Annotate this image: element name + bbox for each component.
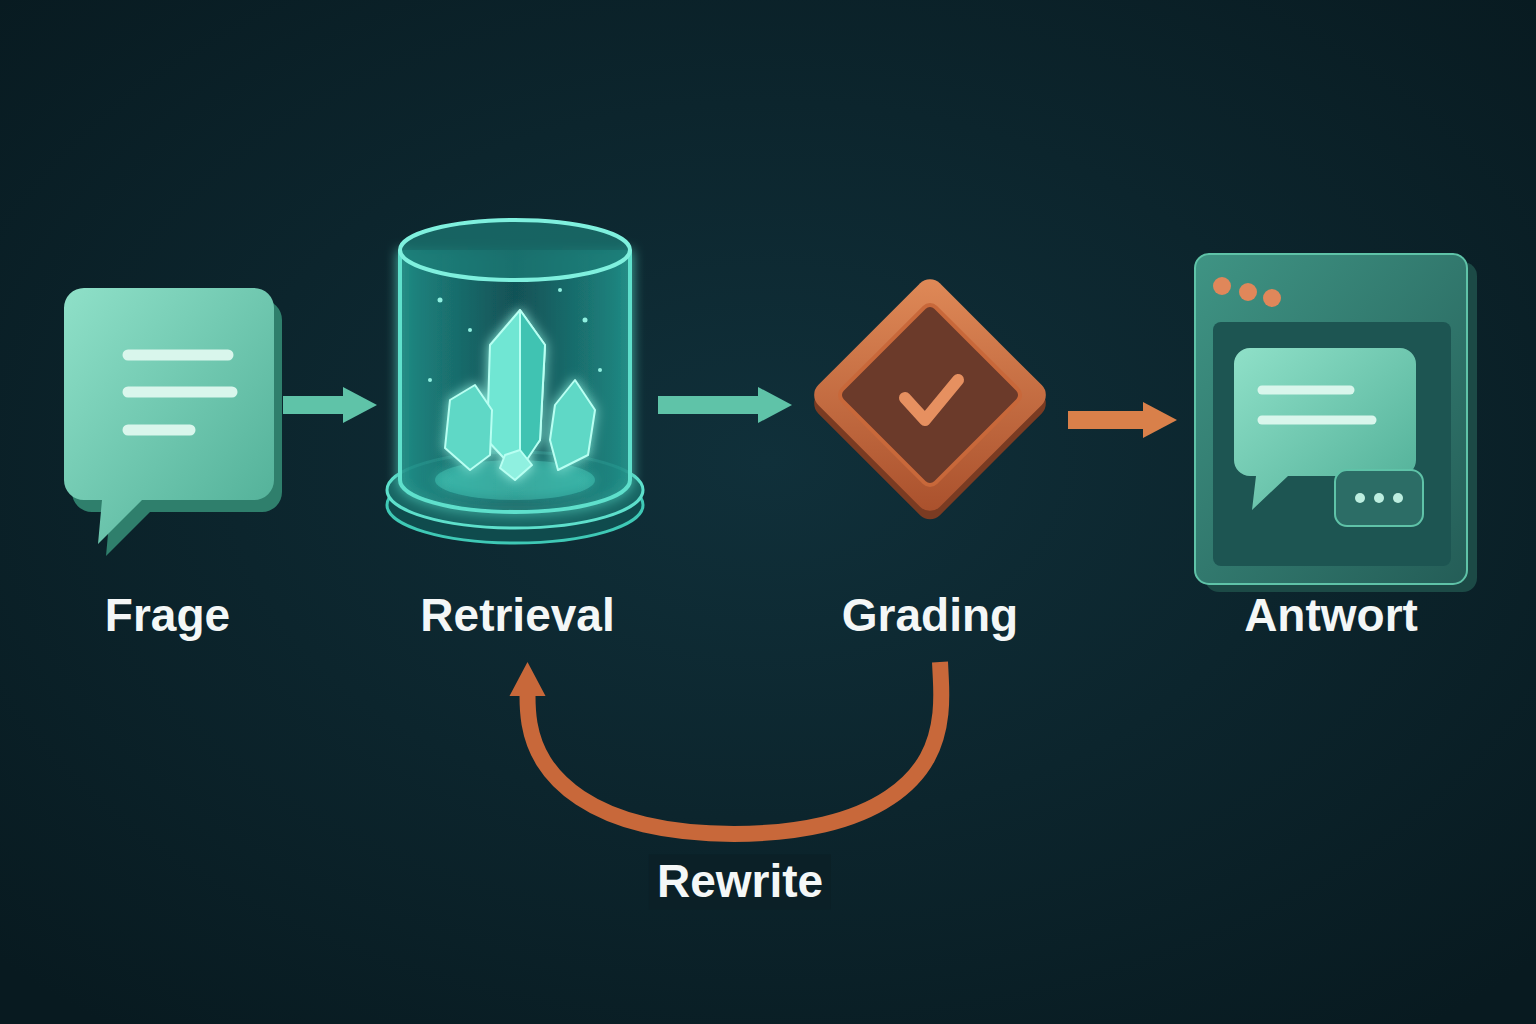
process-node: Retrieval <box>385 215 650 658</box>
node-label: Antwort <box>1244 588 1418 643</box>
node-label: Retrieval <box>420 588 614 643</box>
node-label: Frage <box>105 588 230 643</box>
node-label: Grading <box>842 588 1018 643</box>
database-cylinder-icon <box>387 220 643 543</box>
flow-arrow <box>658 396 772 414</box>
grading-diamond-icon <box>804 273 1056 525</box>
flow-arrow <box>528 662 942 834</box>
edge-label: Rewrite <box>649 854 831 909</box>
flow-arrow <box>1068 411 1157 429</box>
flow-arrow <box>283 396 357 414</box>
chat-bubble-icon <box>64 288 282 556</box>
process-node: Antwort <box>1185 250 1477 658</box>
process-node: Grading <box>800 265 1060 658</box>
check-mark <box>905 380 958 420</box>
answer-window-icon <box>1195 254 1477 592</box>
process-node: Frage <box>60 280 275 658</box>
